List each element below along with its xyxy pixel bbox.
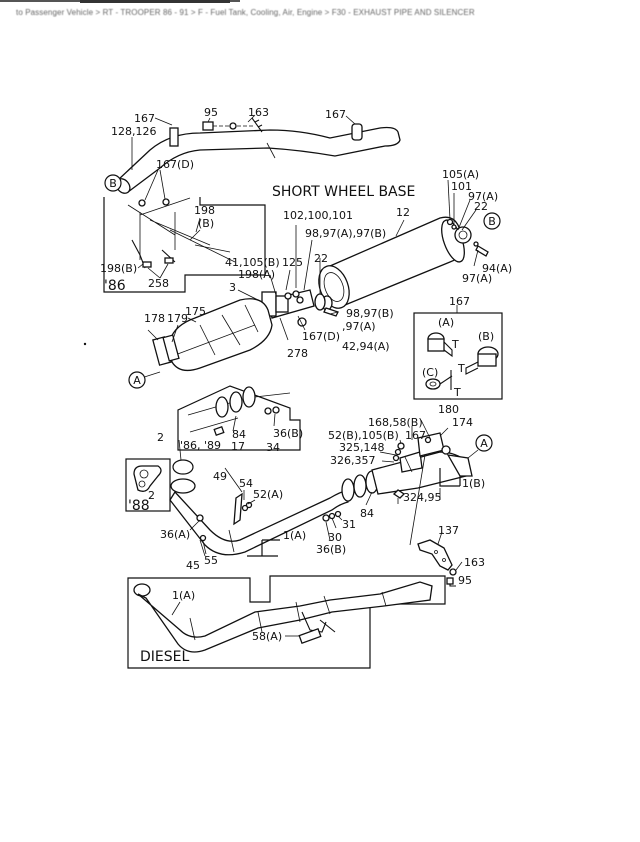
part-label: 54 xyxy=(239,477,253,490)
part-labels: 167 128,126 95 163 167 167(D) 198 (B) 19… xyxy=(100,106,512,643)
part-label: 175 xyxy=(185,305,206,318)
inset-year-86: '86 xyxy=(104,278,126,294)
part-label: 326,357 xyxy=(330,454,376,467)
part-label: 258 xyxy=(148,277,169,290)
part-label: 84 xyxy=(360,507,374,520)
part-label: 97(A) xyxy=(462,272,492,285)
part-label: 137 xyxy=(438,524,459,537)
part-label: 95 xyxy=(204,106,218,119)
diesel-label: DIESEL xyxy=(140,649,189,665)
callout-b-muffler: B xyxy=(483,212,501,230)
part-label: 1(B) xyxy=(462,477,485,490)
part-label: 31 xyxy=(342,518,356,531)
part-label: 30 xyxy=(328,531,342,544)
breadcrumb: to Passenger Vehicle > RT - TROOPER 86 -… xyxy=(16,8,475,17)
part-label: 98,97(A),97(B) xyxy=(305,227,386,240)
part-label: 45 xyxy=(186,559,200,572)
part-label: 167 xyxy=(405,429,426,442)
callout-a-label: A xyxy=(480,437,488,450)
part-label: 17 xyxy=(231,440,245,453)
part-label: 180 xyxy=(438,403,459,416)
part-label: 94(A) xyxy=(482,262,512,275)
silencer-muffler xyxy=(318,216,489,311)
part-label: 178 xyxy=(144,312,165,325)
front-pipe-1a xyxy=(169,459,349,557)
part-label: 102,100,101 xyxy=(283,209,353,222)
part-label: 2 xyxy=(148,489,155,502)
part-label: 36(A) xyxy=(160,528,190,541)
part-label: 168,58(B) xyxy=(368,416,423,429)
part-label: 125 xyxy=(282,256,303,269)
clamp-b-label: (B) xyxy=(478,330,494,343)
part-label: 97(A) xyxy=(468,190,498,203)
part-label: 167 xyxy=(325,108,346,121)
diagram-title: SHORT WHEEL BASE xyxy=(272,184,415,200)
inset-year-88: '88 xyxy=(128,498,150,514)
inset-1988-gasket xyxy=(125,458,171,512)
part-label: 174 xyxy=(452,416,473,429)
part-label: 198(B) xyxy=(100,262,137,275)
part-label: 84 xyxy=(232,428,246,441)
part-label: 105(A) xyxy=(442,168,479,181)
callout-a-converter: A xyxy=(128,371,146,389)
bolt-95-nut-163 xyxy=(202,117,263,133)
callout-a-label: A xyxy=(133,374,141,387)
inset-1986-hanger xyxy=(103,197,266,293)
part-label: 163 xyxy=(464,556,485,569)
part-label: 1(A) xyxy=(172,589,195,602)
part-label: 167(D) xyxy=(302,330,340,343)
clamp-c-label: (C) xyxy=(422,366,438,379)
part-label: 179 xyxy=(167,312,188,325)
part-label: 128,126 xyxy=(111,125,157,138)
callout-b-label: B xyxy=(488,215,496,228)
part-label: 52(A) xyxy=(253,488,283,501)
part-label: 98,97(B) xyxy=(346,307,394,320)
part-label: 324,95 xyxy=(403,491,442,504)
part-label: 49 xyxy=(213,470,227,483)
inset-clamp-167 xyxy=(413,312,503,400)
clamp-inset-title: 167 xyxy=(449,295,470,308)
part-label: 95 xyxy=(458,574,472,587)
top-rule-dark xyxy=(80,0,230,3)
bracket-137 xyxy=(417,539,457,587)
part-label: ,97(A) xyxy=(342,320,376,333)
catalytic-converter xyxy=(152,298,273,372)
part-label: 36(B) xyxy=(273,427,303,440)
part-label: 3 xyxy=(229,281,236,294)
part-label: 198 xyxy=(194,204,215,217)
part-label: 55 xyxy=(204,554,218,567)
clamp-t-label: T xyxy=(451,338,459,351)
part-label: 34 xyxy=(266,441,280,454)
part-label: 167(D) xyxy=(156,158,194,171)
callout-b-label: B xyxy=(109,177,117,190)
part-label: 58(A) xyxy=(252,630,282,643)
part-label: 278 xyxy=(287,347,308,360)
part-label: 198(A) xyxy=(238,268,275,281)
callout-a-rear: A xyxy=(475,434,493,452)
part-label: 36(B) xyxy=(316,543,346,556)
part-label: 325,148 xyxy=(339,441,385,454)
part-label: 2 xyxy=(157,431,164,444)
clamp-a-label: (A) xyxy=(438,316,454,329)
callout-b-top: B xyxy=(104,174,122,192)
part-label: 101 xyxy=(451,180,472,193)
part-label: 52(B),105(B) xyxy=(328,429,399,442)
part-label: 12 xyxy=(396,206,410,219)
clamp-t-label: T xyxy=(453,386,461,399)
flanges-and-pipe-1b xyxy=(322,432,473,546)
part-label: 41,105(B) xyxy=(225,256,280,269)
part-label: 22 xyxy=(314,252,328,265)
clamp-t-label: T xyxy=(457,362,465,375)
inset-year-86-89: '86, '89 xyxy=(180,439,221,452)
stray-dot xyxy=(83,342,87,346)
part-label: 1(A) xyxy=(283,529,306,542)
part-label: 22 xyxy=(474,200,488,213)
inset-diesel xyxy=(127,575,446,669)
part-label: 42,94(A) xyxy=(342,340,390,353)
part-label: (B) xyxy=(198,217,214,230)
part-label: 163 xyxy=(248,106,269,119)
part-label: 167 xyxy=(134,112,155,125)
inset-1986-1989-gasket xyxy=(177,385,301,451)
